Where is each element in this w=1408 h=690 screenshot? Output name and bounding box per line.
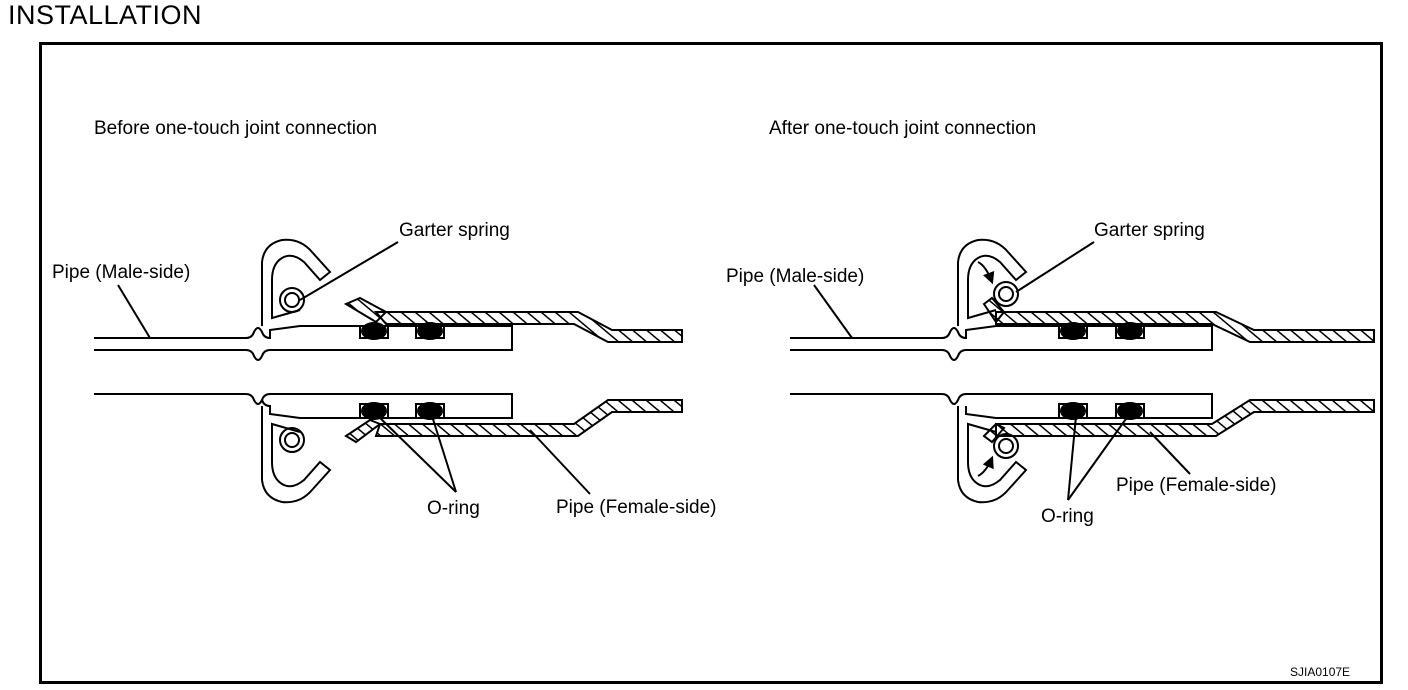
spring-cage-upper: [261, 238, 332, 326]
leader-pipe-female: [1149, 431, 1191, 475]
movement-arrow-icon: [977, 455, 994, 477]
leader-pipe-male: [117, 284, 151, 339]
label-o-ring: O-ring: [427, 498, 480, 519]
label-pipe-female: Pipe (Female-side): [556, 497, 717, 518]
female-pipe-upper: [373, 311, 683, 343]
garter-spring-inner: [284, 292, 300, 308]
o-ring: [361, 322, 387, 340]
leader-o-ring: [1067, 415, 1129, 501]
male-pipe-upper: [790, 325, 1213, 361]
figure-code: SJIA0107E: [1290, 665, 1350, 679]
leader-o-ring: [377, 415, 457, 493]
leader-pipe-female: [529, 429, 591, 495]
leader-o-ring: [431, 415, 457, 493]
diagram-frame: [39, 42, 1383, 684]
garter-spring-inner: [998, 286, 1014, 302]
leader-garter: [299, 241, 399, 301]
label-pipe-female: Pipe (Female-side): [1116, 475, 1277, 496]
o-ring: [417, 402, 443, 420]
o-ring-seats-before: [359, 326, 445, 418]
male-pipe-lower: [790, 393, 1213, 419]
spring-cage-lower: [261, 406, 332, 504]
female-flare-lower: [344, 418, 383, 444]
spring-cage-lower: [957, 406, 1028, 504]
movement-arrow-icon: [977, 261, 995, 285]
before-diagram: Before one-touch joint connection: [52, 118, 717, 519]
leader-o-ring: [1067, 415, 1077, 501]
male-pipe-upper: [94, 325, 513, 361]
label-pipe-male: Pipe (Male-side): [726, 266, 864, 287]
leader-garter: [1015, 241, 1095, 293]
o-ring: [1060, 402, 1086, 420]
garter-spring-inner: [998, 438, 1014, 454]
after-caption: After one-touch joint connection: [769, 118, 1036, 139]
o-ring-seats-after: [1058, 326, 1145, 418]
garter-spring: [279, 287, 305, 313]
leader-pipe-male: [813, 284, 853, 339]
label-garter-spring: Garter spring: [1094, 220, 1205, 241]
label-garter-spring: Garter spring: [399, 220, 510, 241]
o-ring: [417, 322, 443, 340]
o-ring: [1060, 322, 1086, 340]
female-flare-lower: [982, 422, 1006, 444]
garter-spring: [993, 433, 1019, 459]
spring-cage-upper: [957, 238, 1028, 326]
female-flare-upper: [343, 296, 388, 324]
label-o-ring: O-ring: [1041, 506, 1094, 527]
female-pipe-lower: [374, 399, 683, 437]
after-diagram: After one-touch joint connection: [726, 118, 1375, 527]
garter-spring: [993, 281, 1019, 307]
o-ring: [361, 402, 387, 420]
o-ring: [1117, 322, 1143, 340]
garter-spring-inner: [284, 432, 300, 448]
female-pipe-lower: [995, 399, 1375, 437]
label-pipe-male: Pipe (Male-side): [52, 262, 190, 283]
page-heading: INSTALLATION: [8, 0, 203, 30]
o-ring: [1117, 402, 1143, 420]
male-pipe-lower: [94, 393, 513, 419]
garter-spring: [279, 427, 305, 453]
before-caption: Before one-touch joint connection: [94, 118, 377, 139]
